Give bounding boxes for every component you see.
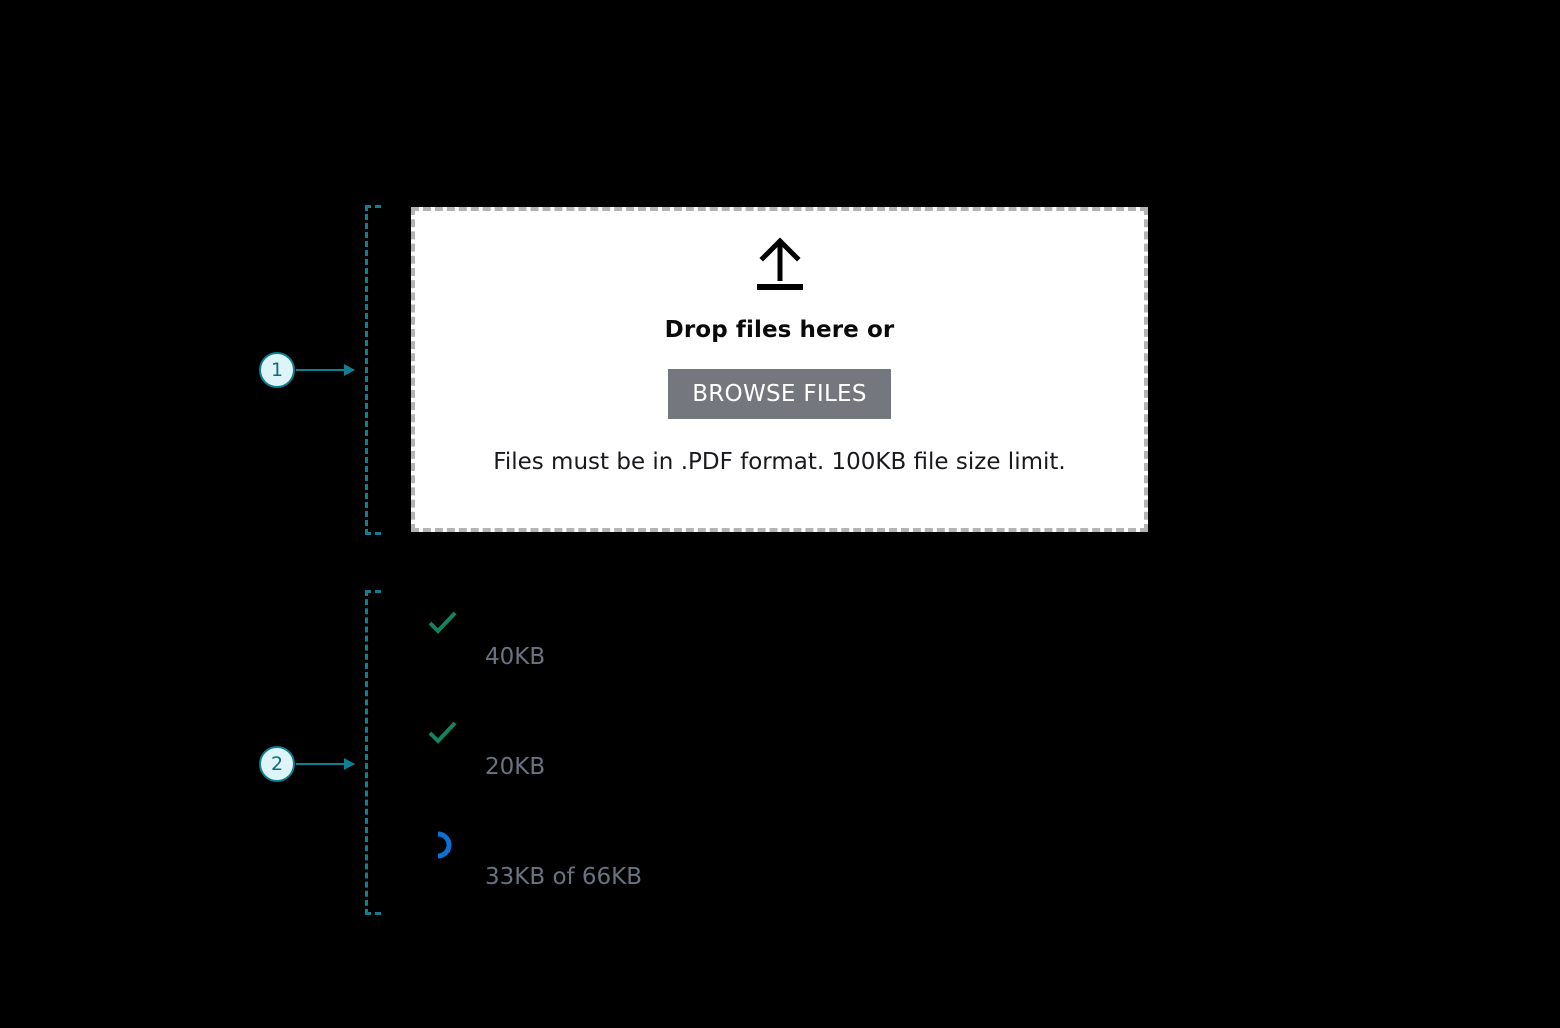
file-list-item[interactable]: 20KB bbox=[427, 718, 1127, 828]
annotation-marker-1: 1 bbox=[259, 352, 354, 388]
annotation-number-1: 1 bbox=[259, 352, 295, 388]
annotation-bracket-2 bbox=[365, 590, 401, 915]
dropzone-hint-text: Files must be in .PDF format. 100KB file… bbox=[493, 449, 1066, 475]
annotation-marker-2: 2 bbox=[259, 746, 354, 782]
annotation-arrow-1 bbox=[296, 369, 354, 371]
browse-files-button[interactable]: BROWSE FILES bbox=[668, 369, 891, 419]
spinner-icon bbox=[427, 830, 457, 860]
upload-arrow-icon bbox=[750, 237, 810, 295]
annotation-number-2: 2 bbox=[259, 746, 295, 782]
annotation-bracket-1 bbox=[365, 205, 401, 535]
file-size: 33KB of 66KB bbox=[485, 864, 643, 890]
dropzone-title: Drop files here or bbox=[664, 317, 895, 343]
file-size: 40KB bbox=[485, 644, 546, 670]
file-upload-dropzone[interactable]: Drop files here or BROWSE FILES Files mu… bbox=[411, 207, 1148, 532]
check-icon bbox=[427, 718, 457, 748]
uploaded-file-list: 40KB 20KB 33KB of 66KB bbox=[427, 608, 1127, 938]
bracket-1-top-mask bbox=[385, 200, 411, 210]
annotation-arrow-2 bbox=[296, 763, 354, 765]
bracket-2-bottom-mask bbox=[385, 908, 411, 920]
bracket-2-top-mask bbox=[385, 585, 411, 595]
check-icon bbox=[427, 608, 457, 638]
bracket-1-bottom-mask bbox=[385, 528, 411, 540]
file-list-item[interactable]: 40KB bbox=[427, 608, 1127, 718]
file-size: 20KB bbox=[485, 754, 546, 780]
file-list-item[interactable]: 33KB of 66KB bbox=[427, 828, 1127, 938]
